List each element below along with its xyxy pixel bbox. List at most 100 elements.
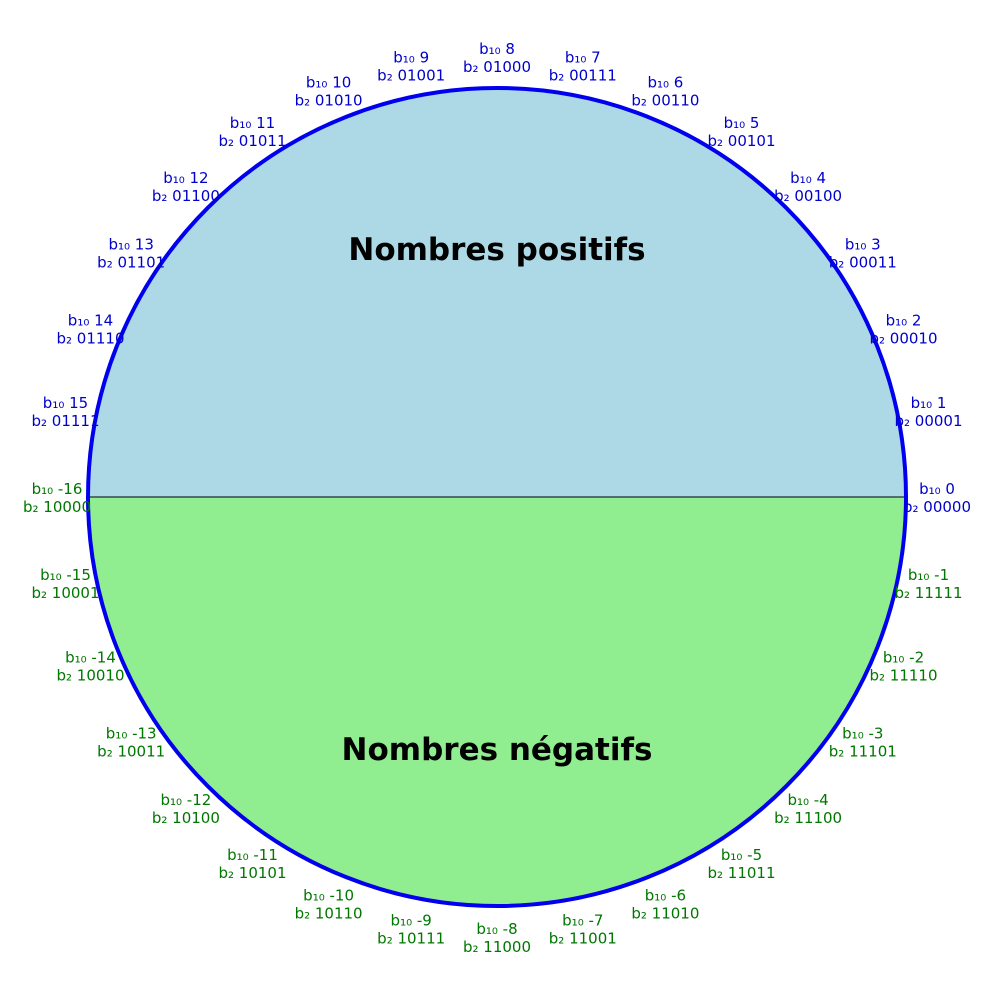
value-label: b₁₀ 3b₂ 00011 (829, 236, 897, 272)
decimal-value-label: b₁₀ 8 (479, 40, 515, 58)
decimal-value-label: b₁₀ 9 (393, 49, 429, 67)
binary-value-label: b₂ 01001 (377, 67, 445, 85)
value-label: b₁₀ 0b₂ 00000 (903, 480, 971, 516)
decimal-value-label: b₁₀ -12 (160, 791, 211, 809)
decimal-value-label: b₁₀ -7 (562, 912, 603, 930)
positive-half-disc (88, 88, 906, 497)
value-label: b₁₀ 6b₂ 00110 (631, 74, 699, 110)
decimal-value-label: b₁₀ 0 (919, 480, 955, 498)
binary-value-label: b₂ 00100 (774, 187, 842, 205)
decimal-value-label: b₁₀ -9 (391, 912, 432, 930)
decimal-value-label: b₁₀ 2 (886, 312, 922, 330)
binary-value-label: b₂ 00000 (903, 498, 971, 516)
binary-value-label: b₂ 01101 (97, 254, 165, 272)
value-label: b₁₀ -1b₂ 11111 (894, 566, 962, 602)
decimal-value-label: b₁₀ -13 (106, 725, 157, 743)
binary-value-label: b₂ 00111 (549, 67, 617, 85)
binary-value-label: b₂ 10010 (56, 666, 124, 684)
decimal-value-label: b₁₀ 1 (911, 394, 947, 412)
decimal-value-label: b₁₀ 4 (790, 169, 826, 187)
decimal-value-label: b₁₀ 15 (43, 394, 88, 412)
value-label: b₁₀ -8b₂ 11000 (463, 920, 531, 956)
binary-value-label: b₂ 10100 (152, 809, 220, 827)
value-label: b₁₀ 8b₂ 01000 (463, 40, 531, 76)
binary-value-label: b₂ 11000 (463, 938, 531, 956)
positive-numbers-title: Nombres positifs (348, 232, 645, 268)
binary-value-label: b₂ 11011 (707, 864, 775, 882)
decimal-value-label: b₁₀ -2 (883, 648, 924, 666)
decimal-value-label: b₁₀ -11 (227, 846, 278, 864)
decimal-value-label: b₁₀ 6 (647, 74, 683, 92)
binary-value-label: b₂ 01011 (218, 132, 286, 150)
decimal-value-label: b₁₀ -3 (842, 725, 883, 743)
binary-value-label: b₂ 00011 (829, 254, 897, 272)
binary-value-label: b₂ 00110 (631, 92, 699, 110)
binary-value-label: b₂ 11101 (829, 743, 897, 761)
value-label: b₁₀ 7b₂ 00111 (549, 49, 617, 85)
value-label: b₁₀ 9b₂ 01001 (377, 49, 445, 85)
value-label: b₁₀ -9b₂ 10111 (377, 912, 445, 948)
value-label: b₁₀ 4b₂ 00100 (774, 169, 842, 205)
binary-value-label: b₂ 01110 (56, 330, 124, 348)
negative-numbers-title: Nombres négatifs (342, 732, 653, 768)
decimal-value-label: b₁₀ 14 (68, 312, 113, 330)
decimal-value-label: b₁₀ -14 (65, 648, 116, 666)
decimal-value-label: b₁₀ -15 (40, 566, 91, 584)
binary-value-label: b₂ 11111 (894, 584, 962, 602)
binary-value-label: b₂ 10101 (218, 864, 286, 882)
negative-half-disc (88, 497, 906, 906)
number-circle-ring (86, 86, 908, 908)
binary-value-label: b₂ 01111 (31, 412, 99, 430)
decimal-value-label: b₁₀ -6 (645, 887, 686, 905)
binary-value-label: b₂ 01000 (463, 58, 531, 76)
decimal-value-label: b₁₀ 7 (565, 49, 601, 67)
binary-value-label: b₂ 10000 (23, 498, 91, 516)
value-label: b₁₀ -3b₂ 11101 (829, 725, 897, 761)
value-label: b₁₀ -2b₂ 11110 (869, 648, 937, 684)
decimal-value-label: b₁₀ 12 (163, 169, 208, 187)
binary-value-label: b₂ 01010 (295, 92, 363, 110)
decimal-value-label: b₁₀ -1 (908, 566, 949, 584)
decimal-value-label: b₁₀ 11 (230, 114, 275, 132)
value-label: b₁₀ 5b₂ 00101 (707, 114, 775, 150)
value-label: b₁₀ 1b₂ 00001 (894, 394, 962, 430)
value-label: b₁₀ -6b₂ 11010 (631, 887, 699, 923)
decimal-value-label: b₁₀ -5 (721, 846, 762, 864)
decimal-value-label: b₁₀ -10 (303, 887, 354, 905)
value-label: b₁₀ -7b₂ 11001 (549, 912, 617, 948)
binary-value-label: b₂ 00001 (894, 412, 962, 430)
binary-value-label: b₂ 11001 (549, 930, 617, 948)
decimal-value-label: b₁₀ 5 (724, 114, 760, 132)
value-label: b₁₀ -5b₂ 11011 (707, 846, 775, 882)
binary-value-label: b₂ 00010 (869, 330, 937, 348)
binary-value-label: b₂ 01100 (152, 187, 220, 205)
binary-value-label: b₂ 11110 (869, 666, 937, 684)
binary-value-label: b₂ 10111 (377, 930, 445, 948)
decimal-value-label: b₁₀ 10 (306, 74, 351, 92)
decimal-value-label: b₁₀ 3 (845, 236, 881, 254)
binary-value-label: b₂ 10011 (97, 743, 165, 761)
binary-value-label: b₂ 00101 (707, 132, 775, 150)
binary-value-label: b₂ 11100 (774, 809, 842, 827)
decimal-value-label: b₁₀ -16 (32, 480, 83, 498)
binary-value-label: b₂ 10001 (31, 584, 99, 602)
decimal-value-label: b₁₀ 13 (108, 236, 153, 254)
decimal-value-label: b₁₀ -8 (476, 920, 517, 938)
decimal-value-label: b₁₀ -4 (787, 791, 828, 809)
value-label: b₁₀ 2b₂ 00010 (869, 312, 937, 348)
binary-value-label: b₂ 11010 (631, 905, 699, 923)
